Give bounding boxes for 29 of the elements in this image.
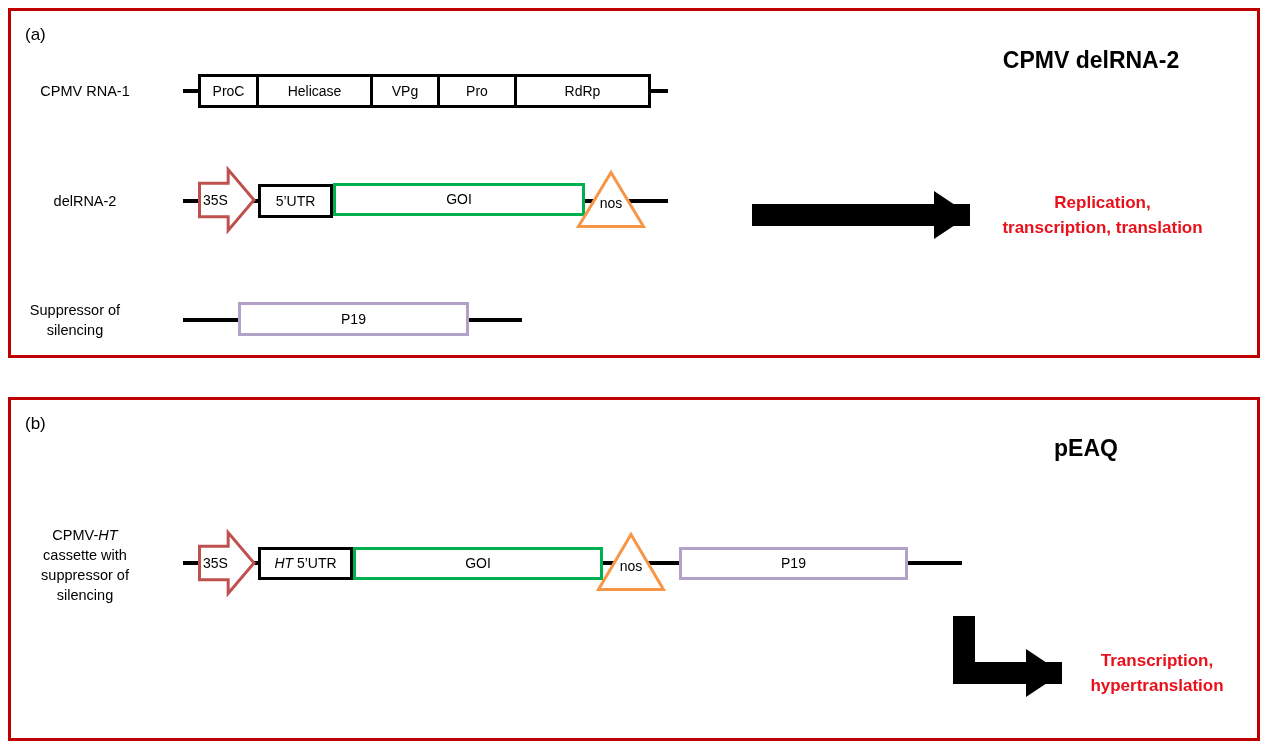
gene-segment: P19 <box>679 547 908 580</box>
panel-title: CPMV delRNA-2 <box>1002 46 1180 74</box>
element-name: nos <box>599 195 623 212</box>
element-name: 35S <box>202 555 228 571</box>
block-arrow <box>953 616 1062 697</box>
row-label: Suppressor of silencing <box>28 301 122 340</box>
panel-frame <box>8 397 1260 741</box>
element-name: nos <box>619 558 643 575</box>
gene-segment: Helicase <box>256 74 373 108</box>
gene-segment: 5’UTR <box>258 184 333 218</box>
row-label: CPMV RNA-1 <box>40 82 130 101</box>
gene-segment: GOI <box>353 547 603 580</box>
row-label: CPMV-HT cassette with suppressor of silencing <box>40 526 130 605</box>
gene-segment: P19 <box>238 302 469 336</box>
gene-segment: ProC <box>198 74 259 108</box>
gene-segment: Pro <box>437 74 517 108</box>
gene-segment: GOI <box>333 183 585 216</box>
row-label: delRNA-2 <box>53 192 117 211</box>
outcome-text: Replication, transcription, translation <box>1001 192 1204 239</box>
gene-segment: RdRp <box>514 74 651 108</box>
panel-letter: (b) <box>25 414 46 434</box>
panel-title: pEAQ <box>1054 434 1118 462</box>
gene-segment: HT 5’UTR <box>258 547 353 580</box>
panel-frame <box>8 8 1260 358</box>
panel-letter: (a) <box>25 25 46 45</box>
element-name: 35S <box>202 192 228 208</box>
outcome-text: Transcription, hypertranslation <box>1089 650 1225 697</box>
block-arrow <box>752 191 970 239</box>
gene-segment: VPg <box>370 74 440 108</box>
